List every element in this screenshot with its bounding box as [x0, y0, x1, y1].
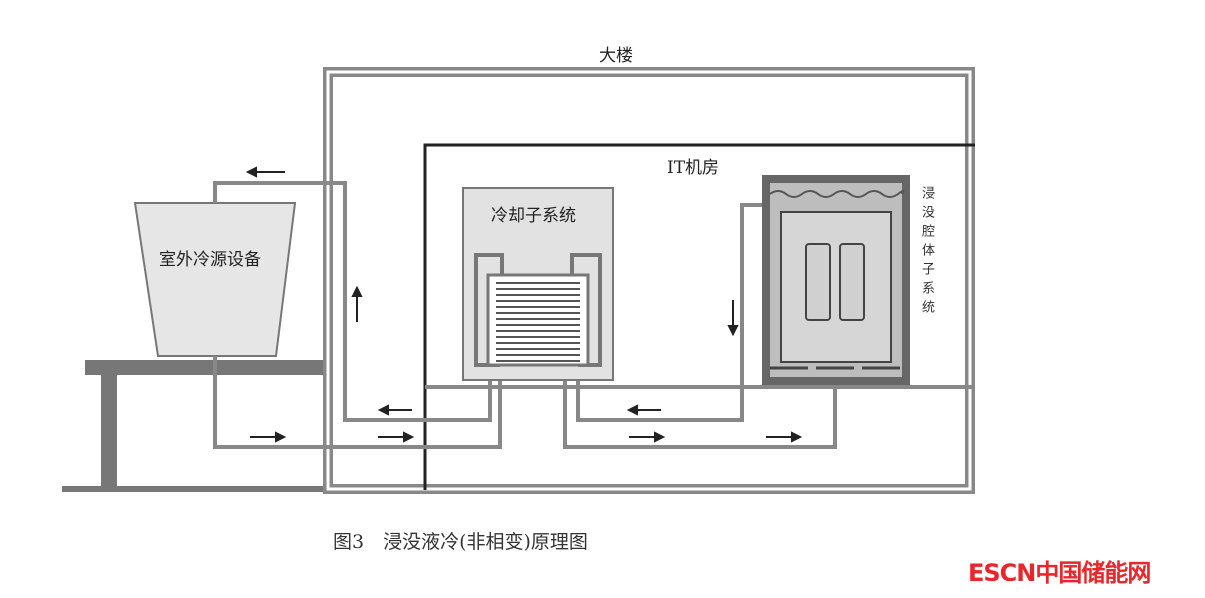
table-leg [101, 375, 117, 488]
it-room-wall [423, 143, 975, 490]
figure-caption: 图3 浸没液冷(非相变)原理图 [333, 531, 588, 553]
outdoor-unit-label: 室外冷源设备 [159, 250, 261, 270]
server [780, 211, 892, 363]
outdoor-unit [133, 202, 297, 357]
pipes [213, 181, 837, 449]
cooling-subsystem-label: 冷却子系统 [491, 206, 576, 226]
watermark-logo: ESCN中国储能网 [968, 559, 1151, 587]
it-room-label: IT机房 [667, 158, 720, 178]
building-label: 大楼 [599, 46, 633, 66]
table-top [85, 360, 325, 375]
flow-arrows [245, 166, 803, 443]
immersion-subsystem-label: 浸没腔体子系统 [919, 186, 934, 319]
ground-line [62, 486, 324, 492]
